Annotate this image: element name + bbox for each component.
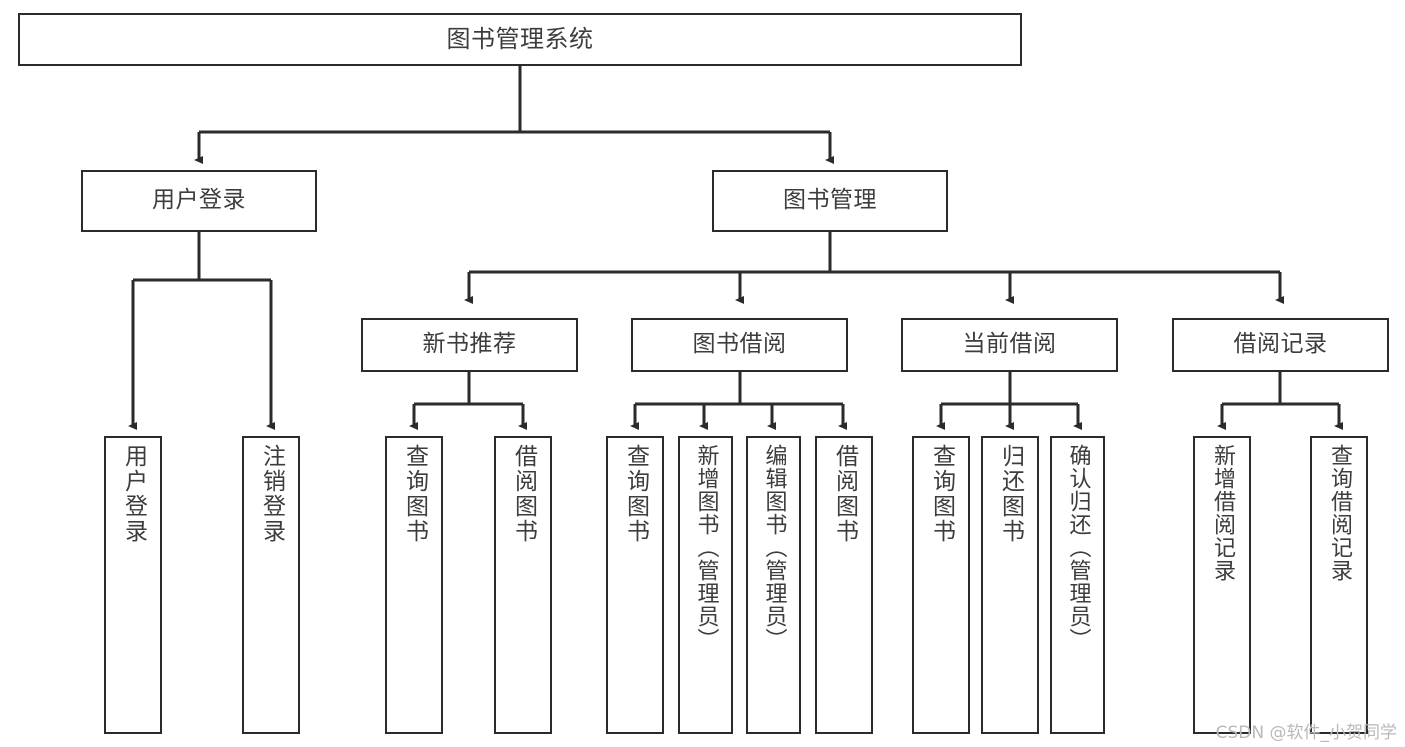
node-borrow-record-label: 借阅记录 bbox=[1233, 331, 1328, 358]
leaf-borrow-borrow-book[interactable]: 借阅图书 bbox=[815, 436, 873, 734]
node-book-borrow-label: 图书借阅 bbox=[692, 331, 787, 358]
node-root-system-label: 图书管理系统 bbox=[446, 25, 594, 54]
leaf-user-login-logout[interactable]: 注销登录 bbox=[242, 436, 300, 734]
leaf-current-query-book[interactable]: 查询图书 bbox=[912, 436, 970, 734]
leaf-current-confirm-return-label: 确认归还（管理员） bbox=[1065, 444, 1091, 651]
leaf-borrow-borrow-book-label: 借阅图书 bbox=[831, 444, 858, 544]
leaf-borrow-edit-book-label: 编辑图书（管理员） bbox=[761, 444, 787, 651]
leaf-borrow-query-book[interactable]: 查询图书 bbox=[606, 436, 664, 734]
leaf-current-return-book-label: 归还图书 bbox=[997, 444, 1024, 544]
leaf-new-book-borrow-label: 借阅图书 bbox=[510, 444, 537, 544]
leaf-borrow-query-book-label: 查询图书 bbox=[622, 444, 649, 544]
leaf-user-login-logout-label: 注销登录 bbox=[258, 444, 285, 544]
leaf-record-query-record[interactable]: 查询借阅记录 bbox=[1310, 436, 1368, 734]
node-book-borrow[interactable]: 图书借阅 bbox=[631, 318, 848, 372]
leaf-record-query-record-label: 查询借阅记录 bbox=[1327, 444, 1352, 582]
node-current-borrow-label: 当前借阅 bbox=[962, 331, 1057, 358]
node-root-system[interactable]: 图书管理系统 bbox=[18, 13, 1022, 66]
leaf-borrow-add-book-label: 新增图书（管理员） bbox=[693, 444, 719, 651]
node-book-management[interactable]: 图书管理 bbox=[712, 170, 948, 232]
leaf-new-book-borrow[interactable]: 借阅图书 bbox=[494, 436, 552, 734]
node-user-login[interactable]: 用户登录 bbox=[81, 170, 317, 232]
leaf-user-login-login-label: 用户登录 bbox=[120, 444, 147, 544]
leaf-borrow-edit-book[interactable]: 编辑图书（管理员） bbox=[746, 436, 801, 734]
node-borrow-record[interactable]: 借阅记录 bbox=[1172, 318, 1389, 372]
leaf-borrow-add-book[interactable]: 新增图书（管理员） bbox=[678, 436, 733, 734]
node-new-book-recommend-label: 新书推荐 bbox=[422, 331, 517, 358]
leaf-record-add-record-label: 新增借阅记录 bbox=[1210, 444, 1235, 582]
node-user-login-label: 用户登录 bbox=[152, 187, 246, 214]
leaf-record-add-record[interactable]: 新增借阅记录 bbox=[1193, 436, 1251, 734]
leaf-current-return-book[interactable]: 归还图书 bbox=[981, 436, 1039, 734]
leaf-current-query-book-label: 查询图书 bbox=[928, 444, 955, 544]
leaf-new-book-query-label: 查询图书 bbox=[401, 444, 428, 544]
node-current-borrow[interactable]: 当前借阅 bbox=[901, 318, 1118, 372]
leaf-new-book-query[interactable]: 查询图书 bbox=[385, 436, 443, 734]
node-book-management-label: 图书管理 bbox=[783, 187, 877, 214]
node-new-book-recommend[interactable]: 新书推荐 bbox=[361, 318, 578, 372]
leaf-current-confirm-return[interactable]: 确认归还（管理员） bbox=[1050, 436, 1105, 734]
watermark-text: CSDN @软件_小贺同学 bbox=[1215, 723, 1397, 743]
leaf-user-login-login[interactable]: 用户登录 bbox=[104, 436, 162, 734]
